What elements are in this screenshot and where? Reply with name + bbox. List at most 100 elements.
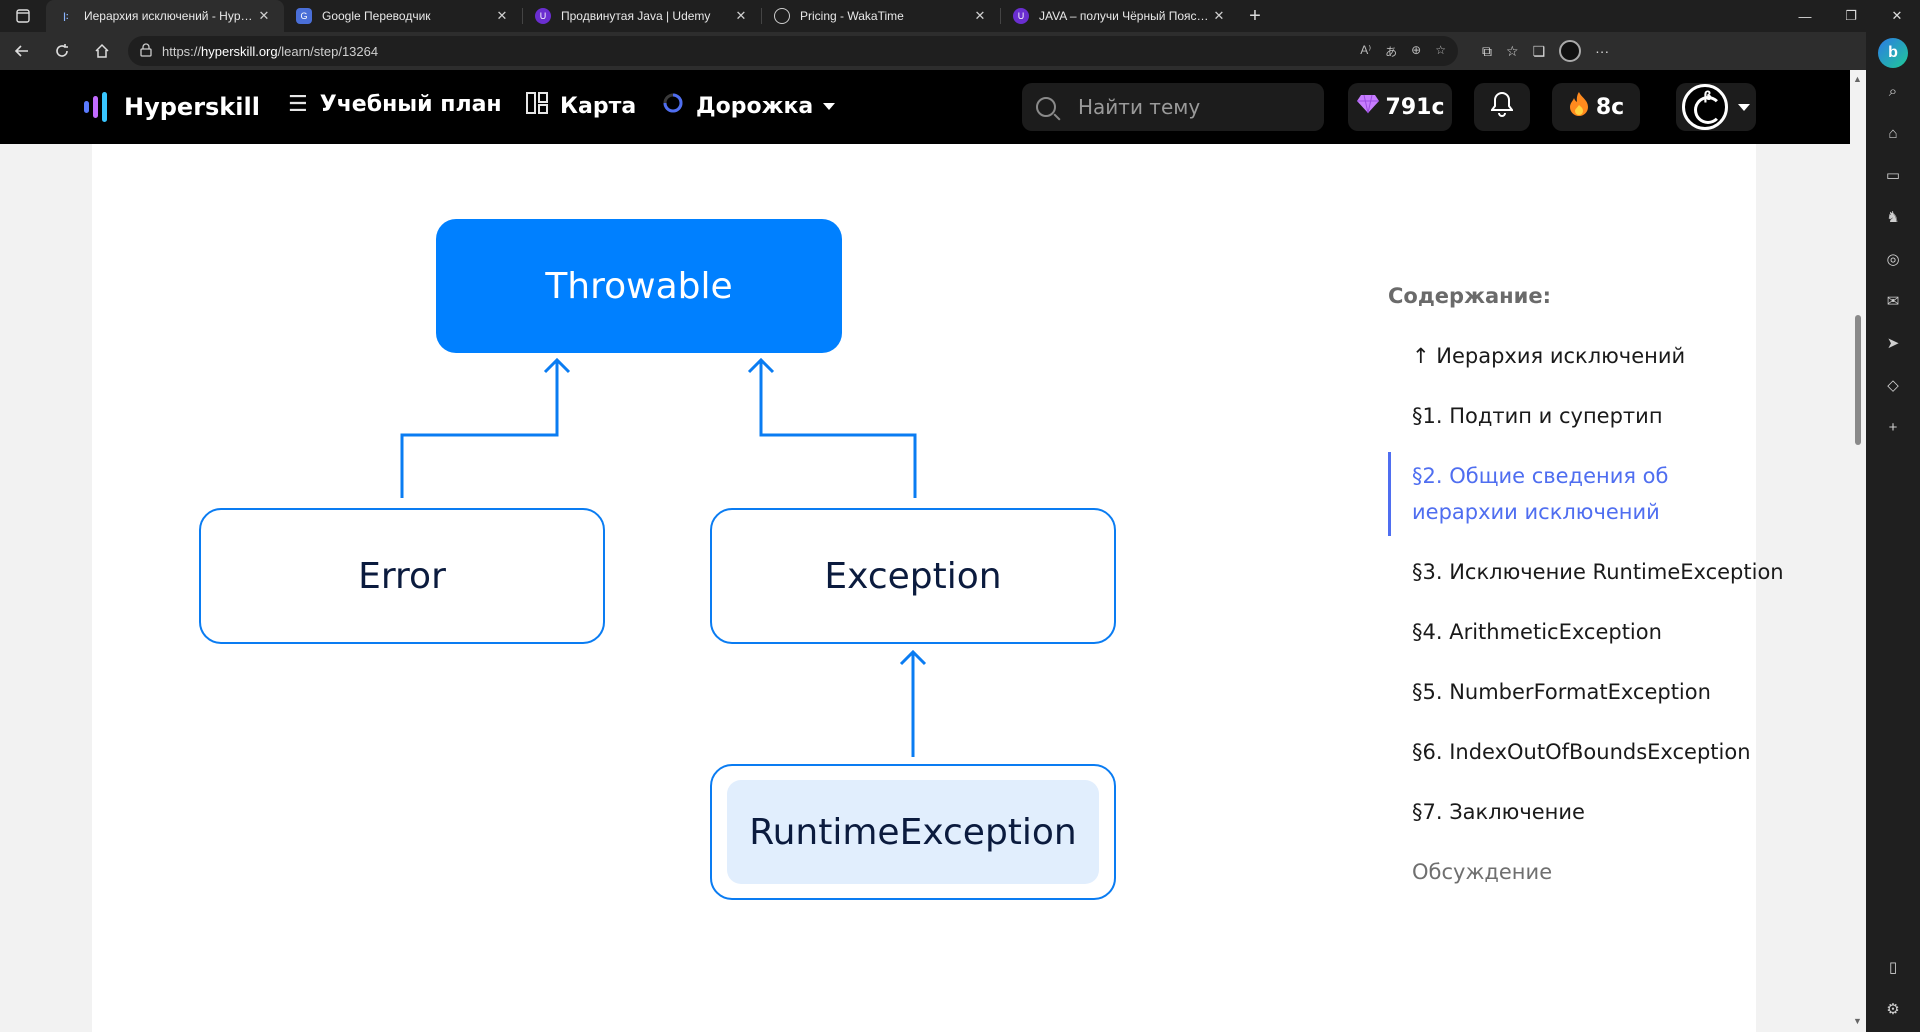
chevron-down-icon: [1738, 103, 1750, 111]
tab-title: Продвинутая Java | Udemy: [561, 9, 711, 23]
tab-title: Google Переводчик: [322, 9, 431, 23]
extensions-icon[interactable]: ⧉: [1482, 42, 1492, 59]
drop-icon[interactable]: ◇: [1887, 377, 1899, 394]
new-tab-button[interactable]: +: [1249, 4, 1261, 27]
tab-title: JAVA – получи Чёрный Пояс! | Udemy: [1039, 9, 1211, 23]
address-bar-icons: A⁾ あ ⊕ ☆: [1360, 43, 1446, 60]
page-scrollbar[interactable]: ▲ ▼: [1850, 70, 1866, 1032]
browser-side-panel: b ⌕ ⌂ ▭ ♞ ◎ ✉ ➤ ◇ + ▯ ⚙: [1866, 32, 1920, 1032]
toc-item-section-3[interactable]: §3. Исключение RuntimeException: [1412, 560, 1784, 584]
toc-item-section-5[interactable]: §5. NumberFormatException: [1412, 680, 1711, 704]
favorite-star-icon[interactable]: ☆: [1435, 42, 1446, 57]
runtime-exception-node: RuntimeException: [710, 764, 1116, 900]
node-label: RuntimeException: [749, 811, 1077, 853]
browser-tab[interactable]: |: Иерархия исключений - Hyperskill ✕: [46, 0, 284, 32]
node-highlight: RuntimeException: [727, 780, 1099, 884]
more-menu-icon[interactable]: ···: [1595, 43, 1610, 59]
tab-title: Иерархия исключений - Hyperskill: [84, 9, 256, 23]
browser-tab[interactable]: U JAVA – получи Чёрный Пояс! | Udemy ✕: [1001, 0, 1239, 32]
favorites-icon[interactable]: ☆: [1506, 42, 1519, 59]
brand-name: Hyperskill: [124, 93, 260, 121]
error-node: Error: [199, 508, 605, 644]
chess-icon[interactable]: ♞: [1886, 209, 1900, 226]
tab-separator: [522, 8, 523, 24]
toolbox-icon[interactable]: ▭: [1885, 167, 1901, 184]
close-tab-icon[interactable]: ✕: [496, 8, 508, 23]
toc-item-hierarchy[interactable]: ↑ Иерархия исключений: [1412, 344, 1686, 368]
toc-item-section-2[interactable]: §2. Общие сведения об иерархии исключени…: [1412, 464, 1669, 524]
scroll-up-icon[interactable]: ▲: [1853, 74, 1862, 84]
toc-item-discussion[interactable]: Обсуждение: [1412, 860, 1553, 884]
toc-title: Содержание:: [1388, 284, 1552, 308]
profile-menu[interactable]: β: [1676, 83, 1756, 131]
streak-counter[interactable]: 8c: [1552, 83, 1640, 131]
toolbar-right: ⧉ ☆ ❏ ···: [1482, 40, 1609, 62]
tab-actions-button[interactable]: [0, 0, 46, 32]
close-window-icon[interactable]: ✕: [1891, 8, 1903, 23]
topic-search[interactable]: [1022, 83, 1324, 131]
settings-gear-icon[interactable]: ⚙: [1886, 1001, 1900, 1018]
close-tab-icon[interactable]: ✕: [974, 8, 986, 23]
hyperskill-logo-icon: [84, 92, 110, 122]
refresh-button[interactable]: [44, 35, 80, 67]
close-tab-icon[interactable]: ✕: [1213, 8, 1225, 23]
browser-tab[interactable]: Pricing - WakaTime ✕: [762, 0, 1000, 32]
collections-icon[interactable]: ❏: [1532, 42, 1546, 59]
copilot-icon[interactable]: b: [1878, 38, 1908, 68]
add-icon[interactable]: +: [1888, 418, 1898, 436]
search-icon[interactable]: ⌕: [1888, 82, 1898, 100]
search-input[interactable]: [1078, 95, 1298, 119]
refresh-icon: [56, 44, 68, 57]
address-bar[interactable]: https://hyperskill.org/learn/step/13264 …: [128, 36, 1458, 66]
scroll-thumb[interactable]: [1855, 315, 1861, 445]
minimize-icon[interactable]: —: [1798, 8, 1812, 24]
node-label: Error: [358, 555, 446, 597]
udemy-icon: U: [1013, 8, 1029, 24]
close-tab-icon[interactable]: ✕: [735, 8, 747, 23]
throwable-node: Throwable: [436, 219, 842, 353]
browser-tab-bar: |: Иерархия исключений - Hyperskill ✕ G …: [0, 0, 1920, 32]
send-icon[interactable]: ➤: [1886, 335, 1900, 352]
translate-page-icon[interactable]: あ: [1385, 44, 1398, 59]
wakatime-icon: [774, 8, 790, 24]
scroll-down-icon[interactable]: ▼: [1853, 1016, 1862, 1026]
streak-value: 8c: [1595, 94, 1625, 120]
zoom-icon[interactable]: ⊕: [1411, 42, 1422, 57]
hyperskill-logo[interactable]: Hyperskill: [84, 92, 260, 122]
nav-map[interactable]: Карта: [526, 92, 636, 120]
toc-item-section-6[interactable]: §6. IndexOutOfBoundsException: [1412, 740, 1751, 764]
close-tab-icon[interactable]: ✕: [258, 8, 270, 23]
read-aloud-icon[interactable]: A⁾: [1360, 42, 1372, 57]
browser-toolbar: https://hyperskill.org/learn/step/13264 …: [0, 32, 1920, 70]
games-icon[interactable]: ◎: [1886, 251, 1900, 268]
toc-item-section-1[interactable]: §1. Подтип и супертип: [1412, 404, 1663, 428]
user-avatar: [1682, 84, 1728, 130]
nav-track[interactable]: Дорожка: [662, 92, 836, 120]
browser-tab[interactable]: U Продвинутая Java | Udemy ✕: [523, 0, 761, 32]
node-label: Exception: [824, 555, 1002, 597]
home-button[interactable]: [84, 35, 120, 67]
gems-counter[interactable]: 791c: [1348, 83, 1452, 131]
toc-item-section-7[interactable]: §7. Заключение: [1412, 800, 1585, 824]
tag-icon[interactable]: ⌂: [1888, 124, 1898, 142]
translate-icon: G: [296, 8, 312, 24]
tab-separator: [761, 8, 762, 24]
url-text: https://hyperskill.org/learn/step/13264: [162, 43, 379, 59]
browser-tab[interactable]: G Google Переводчик ✕: [284, 0, 522, 32]
nav-label: Дорожка: [696, 93, 814, 119]
notifications-button[interactable]: [1474, 83, 1530, 131]
toc-item-section-4[interactable]: §4. ArithmeticException: [1412, 620, 1662, 644]
outlook-icon[interactable]: ✉: [1886, 293, 1900, 310]
home-icon: [95, 43, 109, 58]
tab-title: Pricing - WakaTime: [800, 9, 904, 23]
bell-icon: [1490, 91, 1514, 123]
back-button[interactable]: [4, 35, 40, 67]
list-icon: ☰: [288, 92, 308, 117]
back-arrow-icon: [14, 45, 28, 57]
profile-avatar[interactable]: [1559, 40, 1582, 62]
restore-icon[interactable]: ❐: [1845, 8, 1857, 23]
nav-study-plan[interactable]: ☰ Учебный план: [288, 92, 502, 117]
hyperskill-icon: |:: [63, 11, 69, 21]
sidebar-toggle-icon[interactable]: ▯: [1888, 959, 1898, 976]
toc-active-indicator: [1388, 452, 1391, 536]
